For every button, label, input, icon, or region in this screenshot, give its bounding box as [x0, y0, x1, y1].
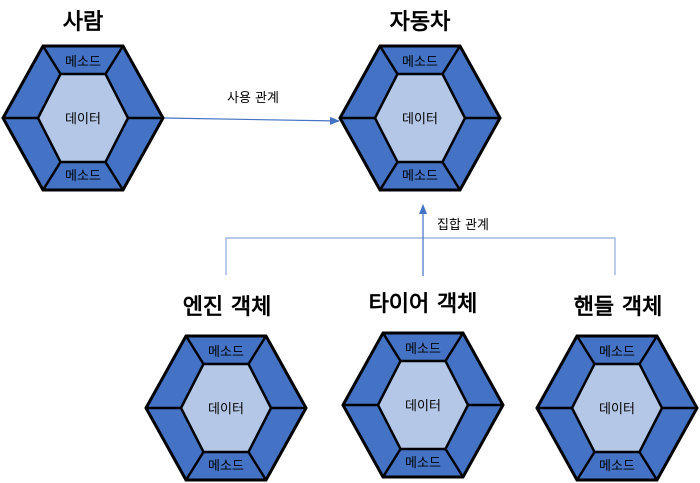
handle-method-bottom: 메소드 — [599, 459, 635, 474]
person-hex-spoke — [41, 161, 62, 191]
tire-title: 타이어 객체 — [369, 292, 478, 317]
tire-hex-spoke — [444, 448, 465, 478]
handle-hex-spoke — [638, 335, 659, 365]
engine-data-label: 데이터 — [208, 402, 244, 417]
tire-method-top: 메소드 — [405, 342, 441, 357]
handle-hex-spoke — [638, 451, 659, 481]
tire-hex-spoke — [444, 332, 465, 362]
car-method-bottom: 메소드 — [402, 169, 438, 184]
engine-hex-spoke — [184, 451, 205, 481]
person-data-label: 데이터 — [65, 112, 101, 127]
handle-method-top: 메소드 — [599, 345, 635, 360]
person-hex-spoke — [41, 45, 62, 75]
person-hex-spoke — [104, 161, 125, 191]
engine-method-top: 메소드 — [208, 345, 244, 360]
car-hex-spoke — [378, 45, 399, 75]
use-relation-arrow — [162, 116, 340, 125]
engine-hex-spoke — [247, 335, 268, 365]
tire-data-label: 데이터 — [405, 399, 441, 414]
handle-data-label: 데이터 — [599, 402, 635, 417]
person-method-bottom: 메소드 — [65, 169, 101, 184]
car-hex-spoke — [441, 161, 462, 191]
car-data-core — [373, 72, 467, 164]
handle-hex-spoke — [575, 451, 596, 481]
tire-hex-spoke — [381, 448, 402, 478]
tire-hex-spoke — [381, 332, 402, 362]
person-hex-spoke — [104, 45, 125, 75]
car-method-top: 메소드 — [402, 55, 438, 70]
engine-hex-spoke — [247, 451, 268, 481]
handle-hex-spoke — [575, 335, 596, 365]
tire-method-bottom: 메소드 — [405, 456, 441, 471]
tire-data-core — [376, 359, 470, 451]
person-data-core — [36, 72, 130, 164]
engine-hex-spoke — [184, 335, 205, 365]
car-title: 자동차 — [390, 10, 451, 35]
car-data-label: 데이터 — [402, 112, 438, 127]
engine-title: 엔진 객체 — [183, 295, 272, 320]
car-hex-spoke — [378, 161, 399, 191]
car-hex-spoke — [441, 45, 462, 75]
engine-data-core — [179, 362, 273, 454]
person-title: 사람 — [63, 10, 103, 35]
aggregation-bracket — [225, 237, 616, 275]
handle-data-core — [570, 362, 664, 454]
person-method-top: 메소드 — [65, 55, 101, 70]
engine-method-bottom: 메소드 — [208, 459, 244, 474]
handle-title: 핸들 객체 — [574, 295, 663, 320]
aggregation-label: 집합 관계 — [437, 218, 489, 233]
use-relation-label: 사용 관계 — [227, 91, 279, 106]
